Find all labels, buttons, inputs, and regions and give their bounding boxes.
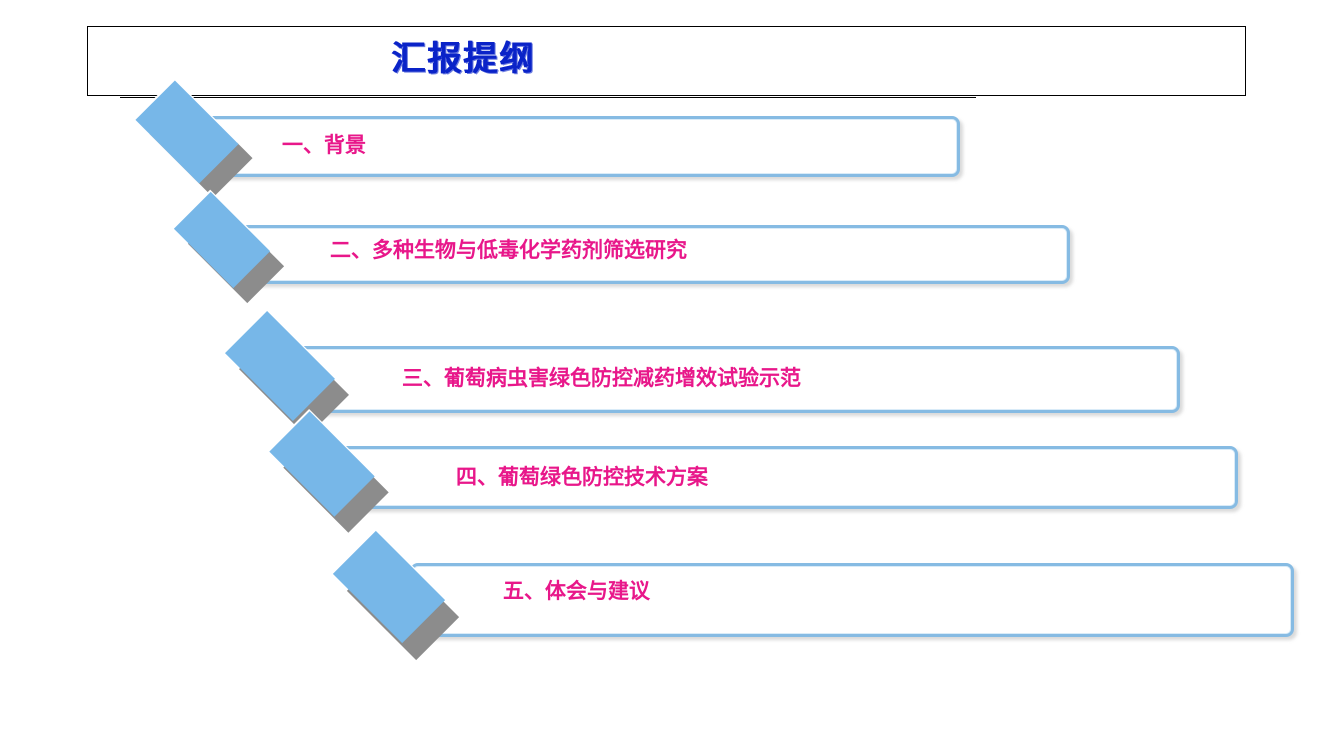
outline-bar-4 [335,446,1238,509]
outline-bar-3 [290,346,1180,413]
outline-bar-1 [190,116,960,177]
outline-item-3[interactable]: 三、葡萄病虫害绿色防控减药增效试验示范 [402,365,801,390]
page-title: 汇报提纲 [392,39,536,79]
outline-bar-5 [410,563,1294,637]
outline-item-5[interactable]: 五、体会与建议 [503,578,650,603]
title-underline [120,97,976,98]
outline-item-4[interactable]: 四、葡萄绿色防控技术方案 [456,464,708,489]
outline-item-2[interactable]: 二、多种生物与低毒化学药剂筛选研究 [330,237,687,262]
outline-bar-2 [240,225,1070,284]
outline-item-1[interactable]: 一、背景 [282,132,366,157]
title-box [87,26,1246,96]
